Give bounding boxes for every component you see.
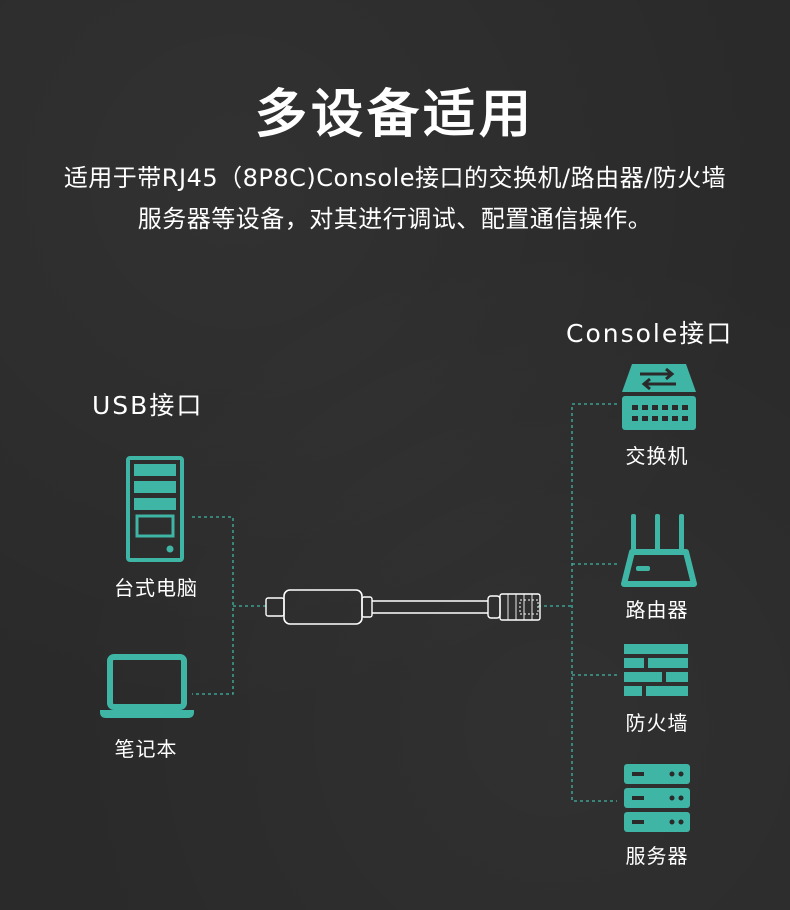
usb-interface-label: USB接口: [92, 391, 204, 420]
firewall-label: 防火墙: [625, 711, 689, 735]
desktop-label: 台式电脑: [114, 576, 198, 600]
switch-label: 交换机: [625, 444, 689, 468]
description-line-1: 适用于带RJ45（8P8C)Console接口的交换机/路由器/防火墙: [63, 164, 727, 192]
router-label: 路由器: [625, 598, 689, 622]
rj45-contacts: [507, 594, 533, 620]
laptop-label: 笔记本: [114, 737, 178, 761]
cable-wire: [372, 600, 488, 614]
laptop-icon: [100, 654, 194, 718]
rj45-latch: [519, 599, 539, 615]
usb-to-rj45-cable: [265, 589, 541, 625]
usb-plug-body: [283, 589, 363, 625]
rj45-plug-head: [499, 593, 541, 621]
cable-strain-relief-left: [361, 596, 373, 618]
left-connection-lines: [192, 516, 268, 695]
description-line-2: 服务器等设备，对其进行调试、配置通信操作。: [137, 205, 653, 233]
page-title: 多设备适用: [254, 85, 535, 145]
firewall-icon: [624, 644, 688, 696]
switch-icon: [622, 364, 696, 430]
server-icon: [624, 764, 690, 832]
router-icon: [621, 514, 697, 587]
desktop-tower-icon: [126, 456, 184, 562]
usb-connector-tip: [265, 597, 285, 617]
server-label: 服务器: [625, 844, 689, 868]
console-interface-label: Console接口: [566, 319, 734, 348]
right-connection-lines: [538, 403, 617, 802]
cable-strain-relief-right: [487, 595, 501, 619]
